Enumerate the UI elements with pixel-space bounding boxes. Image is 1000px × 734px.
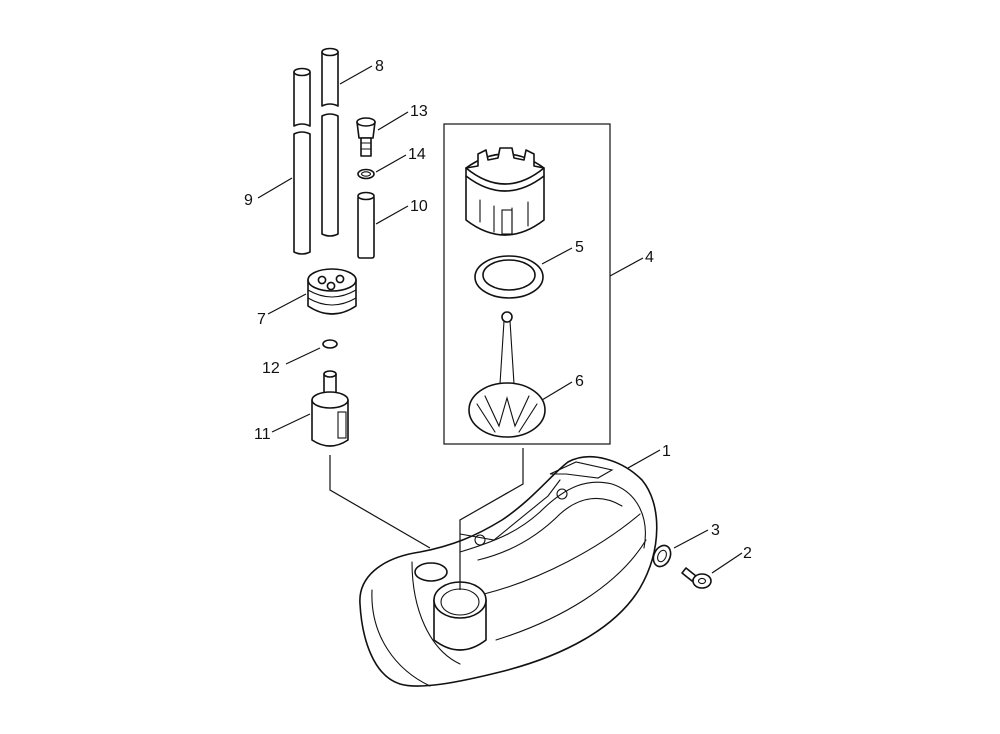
- grommet-part-7: [307, 268, 357, 315]
- gasket-part-5: [474, 255, 544, 299]
- tube-part-10: [357, 191, 375, 259]
- callout-label-10: 10: [410, 198, 428, 215]
- cap-strap-part-6: [468, 311, 546, 438]
- clip-part-12: [322, 339, 338, 349]
- screw-part-2: [681, 567, 712, 589]
- callout-label-3: 3: [711, 522, 720, 539]
- callout-label-2: 2: [743, 545, 752, 562]
- o-ring-part-14: [357, 168, 375, 180]
- cap-assembly-group-box: [443, 123, 611, 445]
- callout-label-1: 1: [662, 443, 671, 460]
- fuel-tube-part-9: [293, 67, 311, 255]
- fuel-tube-part-8: [321, 47, 339, 237]
- o-ring-inner: [360, 171, 372, 177]
- callout-label-9: 9: [244, 192, 253, 209]
- callout-label-7: 7: [257, 311, 266, 328]
- callout-label-14: 14: [408, 146, 426, 163]
- assembly-lines: [329, 448, 524, 590]
- fuel-tank-part-1: [359, 456, 658, 687]
- callout-label-11: 11: [254, 426, 271, 443]
- callout-label-5: 5: [575, 239, 584, 256]
- callout-label-4: 4: [645, 249, 654, 266]
- fuel-cap-part-4: [465, 147, 545, 236]
- callout-label-6: 6: [575, 373, 584, 390]
- washer-part-3: [652, 544, 672, 568]
- callout-label-8: 8: [375, 58, 384, 75]
- callout-label-12: 12: [262, 360, 280, 377]
- callout-label-13: 13: [410, 103, 428, 120]
- callout-leaders: [257, 65, 743, 574]
- return-fitting-part-13: [356, 117, 376, 157]
- fuel-filter-part-11: [311, 370, 349, 447]
